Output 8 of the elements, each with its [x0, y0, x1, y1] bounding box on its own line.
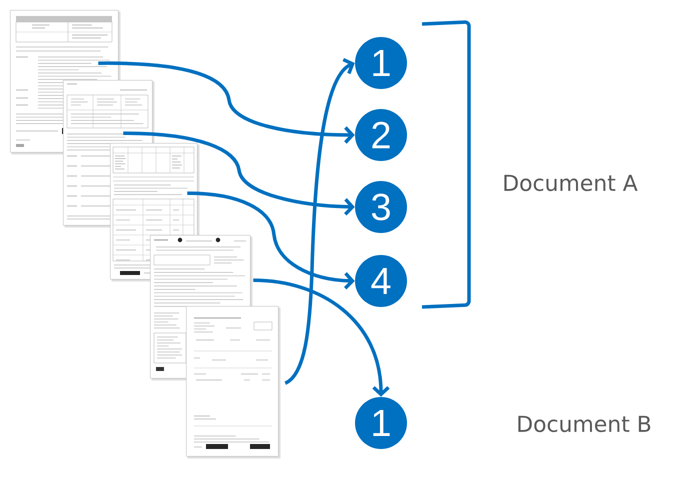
curved-arrow: [98, 62, 355, 144]
group-label: Document B: [518, 416, 650, 432]
curved-arrow: [187, 192, 355, 290]
curved-arrow: [284, 58, 355, 385]
curved-arrow: [123, 132, 355, 216]
document-page: [186, 306, 280, 458]
curved-arrow: [253, 278, 390, 397]
group-label: Document A: [504, 174, 638, 192]
